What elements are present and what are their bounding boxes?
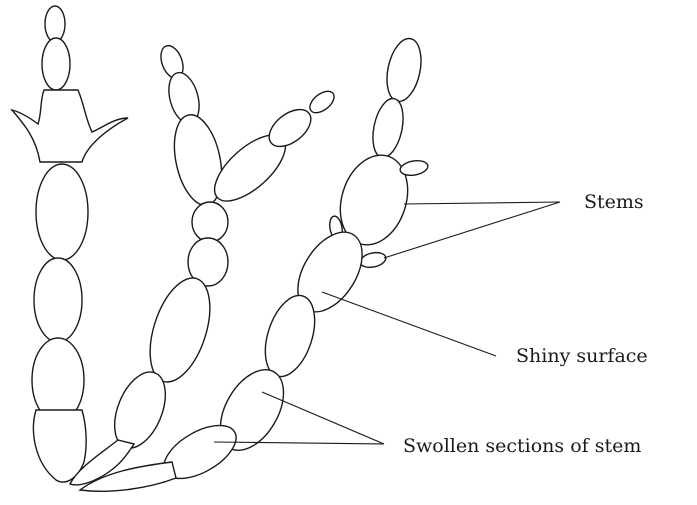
left-stem-segment — [36, 164, 88, 260]
bud-segment — [359, 250, 387, 269]
side-branch-tip-segment — [306, 87, 338, 117]
left-stem-segment — [42, 38, 70, 90]
shiny-surface-leader-line — [322, 292, 496, 356]
right-stem-segment — [368, 96, 408, 161]
middle-stem — [70, 43, 338, 485]
shiny-surface-label: Shiny surface — [516, 345, 648, 367]
left-stem-tip-segment — [45, 6, 65, 42]
left-stem-branch-node — [12, 90, 128, 162]
left-stem — [12, 6, 128, 482]
stems-leader-line — [384, 202, 560, 258]
bud-segment — [399, 159, 429, 178]
stems-leader-line — [404, 202, 560, 204]
middle-stem-node — [192, 202, 228, 242]
swollen-sections-label: Swollen sections of stem — [403, 435, 641, 457]
stems-label: Stems — [584, 191, 644, 213]
swollen-sections-leader-line — [262, 392, 384, 444]
left-stem-segment — [34, 258, 82, 342]
left-stem-base-segment — [33, 410, 86, 482]
right-stem-tip-segment — [382, 35, 427, 104]
